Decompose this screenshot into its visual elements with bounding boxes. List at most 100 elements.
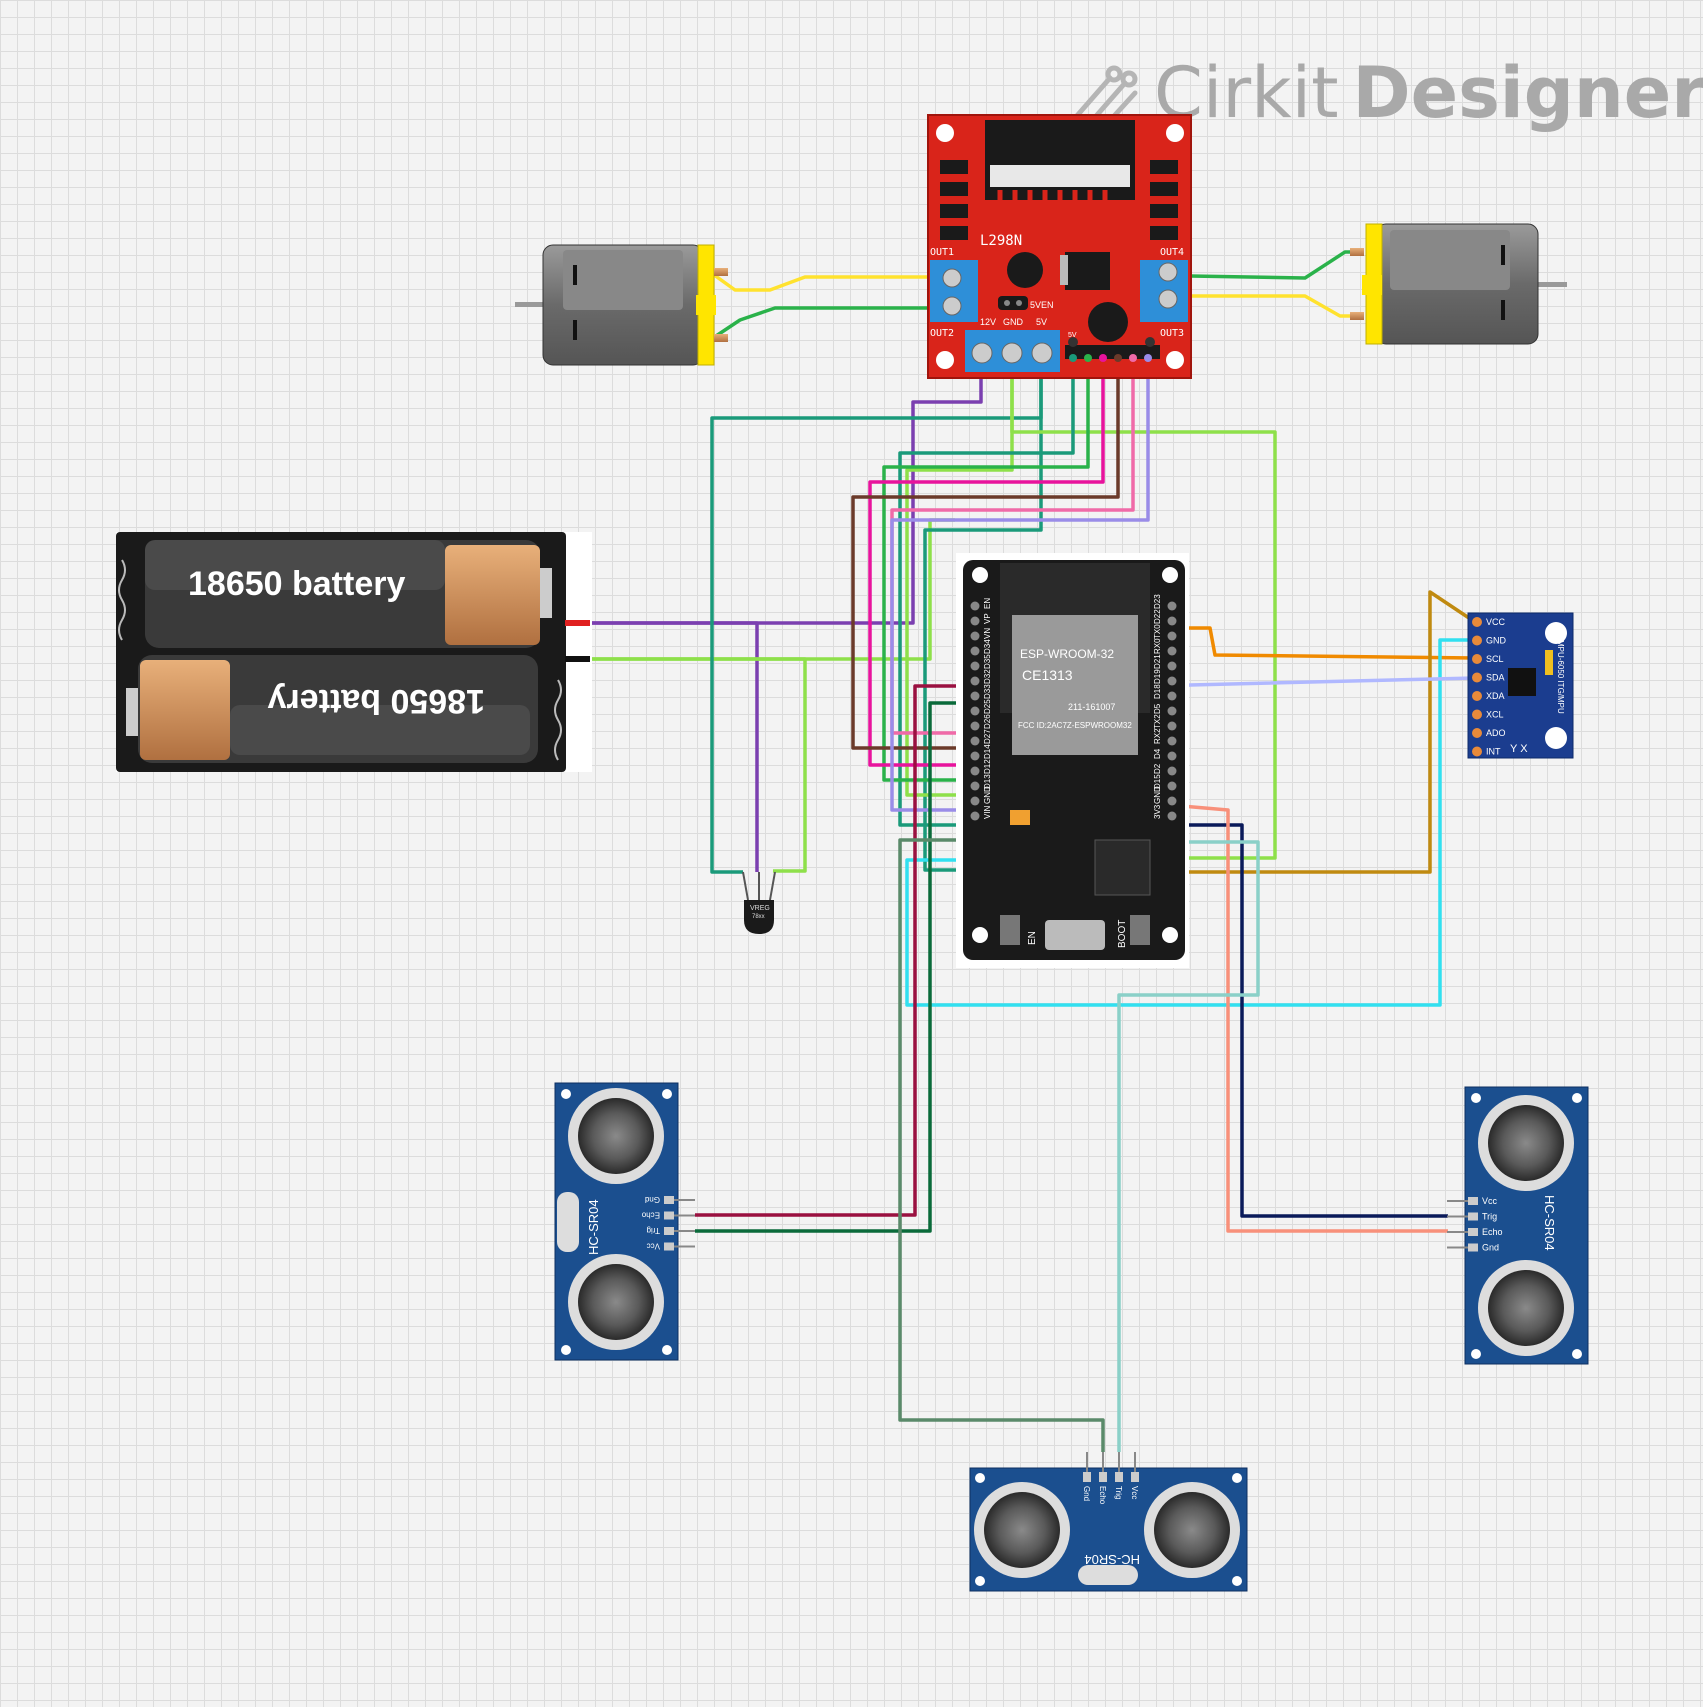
mpu-pin-label: INT [1486, 747, 1501, 757]
sonar-right-pin-gnd[interactable] [1468, 1243, 1478, 1252]
esp32-pin-rx2[interactable] [1167, 736, 1177, 746]
esp32-pin-vp[interactable] [970, 616, 980, 626]
esp32-pin-d27[interactable] [970, 736, 980, 746]
esp32-pin-d2[interactable] [1167, 766, 1177, 776]
esp32-pin-label: VIN [983, 805, 992, 819]
regulator-sublabel: 78xx [752, 914, 765, 920]
esp32-pin-d34[interactable] [970, 646, 980, 656]
sonar-left-pin-trig[interactable] [664, 1227, 674, 1235]
esp32-pin-d19[interactable] [1167, 676, 1177, 686]
esp32-pin-d21[interactable] [1167, 661, 1177, 671]
esp32-pin-d22[interactable] [1167, 616, 1177, 626]
esp32-pin-d4[interactable] [1167, 751, 1177, 761]
esp32-pin-d15[interactable] [1167, 781, 1177, 791]
mpu-pin-label: XCL [1486, 710, 1504, 720]
esp32-pin-tx0[interactable] [1167, 631, 1177, 641]
esp32-pin-gnd[interactable] [1167, 796, 1177, 806]
wire-ena [898, 358, 1075, 827]
mpu-pin-int[interactable] [1472, 746, 1482, 757]
esp32-pin-d14[interactable] [970, 751, 980, 761]
usb-port[interactable] [1045, 920, 1105, 950]
mpu-pin-label: VCC [1486, 617, 1506, 627]
esp32-pin-d33[interactable] [970, 691, 980, 701]
esp32-pin-d35[interactable] [970, 661, 980, 671]
esp32-pin-d13[interactable] [970, 781, 980, 791]
wire-battery-positive-driver [588, 375, 983, 625]
esp32-left-pins[interactable]: ENVPVND34D35D32D33D25D26D27D14D12D13GNDV… [970, 598, 993, 821]
sonar-bottom-pin-vcc[interactable] [1131, 1472, 1139, 1482]
voltage-regulator[interactable]: VREG 78xx [742, 871, 776, 934]
sonar-right-pin-echo[interactable] [1468, 1228, 1478, 1236]
mpu-pin-gnd[interactable] [1472, 635, 1482, 646]
esp32-pin-label: D32 [983, 669, 992, 684]
mpu-axes: Y X [1510, 743, 1528, 755]
esp32-right-pins[interactable]: D23D22TX0RX0D21D19D18D5TX2RX2D4D2D15GND3… [1153, 594, 1177, 821]
sonar-right-pin-label: Gnd [1482, 1243, 1499, 1253]
l298n-driver[interactable]: L298N 5VEN OUT1 OUT2 OUT3 OUT4 12V GND 5… [927, 114, 1192, 379]
mpu-pin-xcl[interactable] [1472, 709, 1482, 720]
esp32-pin-d26[interactable] [970, 721, 980, 731]
esp32-pin-d5[interactable] [1167, 706, 1177, 716]
mpu-pin-label: GND [1486, 636, 1507, 646]
sonar-right-pin-trig[interactable] [1468, 1212, 1478, 1221]
esp32-pin-d18[interactable] [1167, 691, 1177, 701]
esp32-pin-label: RX2 [1153, 728, 1162, 744]
mpu-pin-label: XDA [1486, 691, 1505, 701]
sonar-bottom-pin-trig[interactable] [1115, 1472, 1123, 1482]
driver-label-12v: 12V [980, 317, 996, 327]
esp32-pin-3v3[interactable] [1167, 811, 1177, 821]
wire-mpu-gnd [905, 638, 1475, 1007]
sonar-left-pin-echo[interactable] [664, 1211, 674, 1220]
battery-holder[interactable]: 18650 battery 18650 battery [116, 532, 592, 772]
mpu-pin-label: SCL [1486, 654, 1504, 664]
esp32-board[interactable]: ESP-WROOM-32 CE1313 211-161007 FCC ID:2A… [956, 553, 1189, 968]
mpu-pin-sda[interactable] [1472, 672, 1482, 683]
esp32-pin-label: D4 [1153, 748, 1162, 759]
dc-motor-left[interactable] [515, 244, 728, 366]
esp32-pin-rx0[interactable] [1167, 646, 1177, 656]
esp32-pin-label: D19 [1153, 669, 1162, 684]
esp32-pin-tx2[interactable] [1167, 721, 1177, 731]
esp32-id2: FCC ID:2AC7Z-ESPWROOM32 [1018, 721, 1132, 730]
sonar-bottom-pin-gnd[interactable] [1083, 1472, 1091, 1482]
esp32-pin-label: VP [983, 613, 992, 624]
driver-label-out1: OUT1 [930, 247, 954, 258]
mpu-pin-vcc[interactable] [1472, 617, 1482, 627]
wire-sonar-bottom-trig [1117, 840, 1260, 1452]
esp32-pin-d12[interactable] [970, 766, 980, 776]
esp32-pin-d32[interactable] [970, 676, 980, 686]
sonar-right-pin-vcc[interactable] [1468, 1197, 1478, 1205]
esp32-pin-vin[interactable] [970, 811, 980, 821]
en-button[interactable] [1000, 915, 1020, 945]
sonar-left-pin-label: Echo [641, 1211, 660, 1220]
dc-motor-right[interactable] [1350, 223, 1567, 345]
mpu-pin-scl[interactable] [1472, 654, 1482, 664]
sonar-left-pin-gnd[interactable] [664, 1196, 674, 1204]
esp32-pin-label: VN [983, 628, 992, 639]
esp32-pin-gnd[interactable] [970, 796, 980, 806]
driver-5ven: 5VEN [1030, 300, 1054, 310]
mpu-pin-xda[interactable] [1472, 691, 1482, 701]
mpu-pin-ado[interactable] [1472, 728, 1482, 738]
esp32-pin-label: GND [983, 786, 992, 804]
esp32-pin-vn[interactable] [970, 631, 980, 641]
wire-enb [890, 358, 1150, 812]
esp32-pin-d23[interactable] [1167, 601, 1177, 611]
esp32-pin-label: D14 [983, 744, 992, 759]
sonar-left-pin-vcc[interactable] [664, 1242, 674, 1251]
mpu-label: MPU-6050 ITG/MPU [1556, 640, 1565, 714]
sonar-bottom-pin-label: Trig [1114, 1486, 1123, 1499]
boot-button[interactable] [1130, 915, 1150, 945]
esp32-ce-label: CE1313 [1022, 667, 1073, 683]
mpu-pin-label: SDA [1486, 673, 1505, 683]
sonar-bottom-model: HC-SR04 [1084, 1552, 1140, 1567]
esp32-pin-en[interactable] [970, 601, 980, 611]
sonar-bottom-pin-echo[interactable] [1099, 1472, 1107, 1482]
esp32-pin-d25[interactable] [970, 706, 980, 716]
driver-header-pins[interactable] [1065, 337, 1160, 362]
sonar-bottom-pin-label: Vcc [1130, 1486, 1139, 1499]
